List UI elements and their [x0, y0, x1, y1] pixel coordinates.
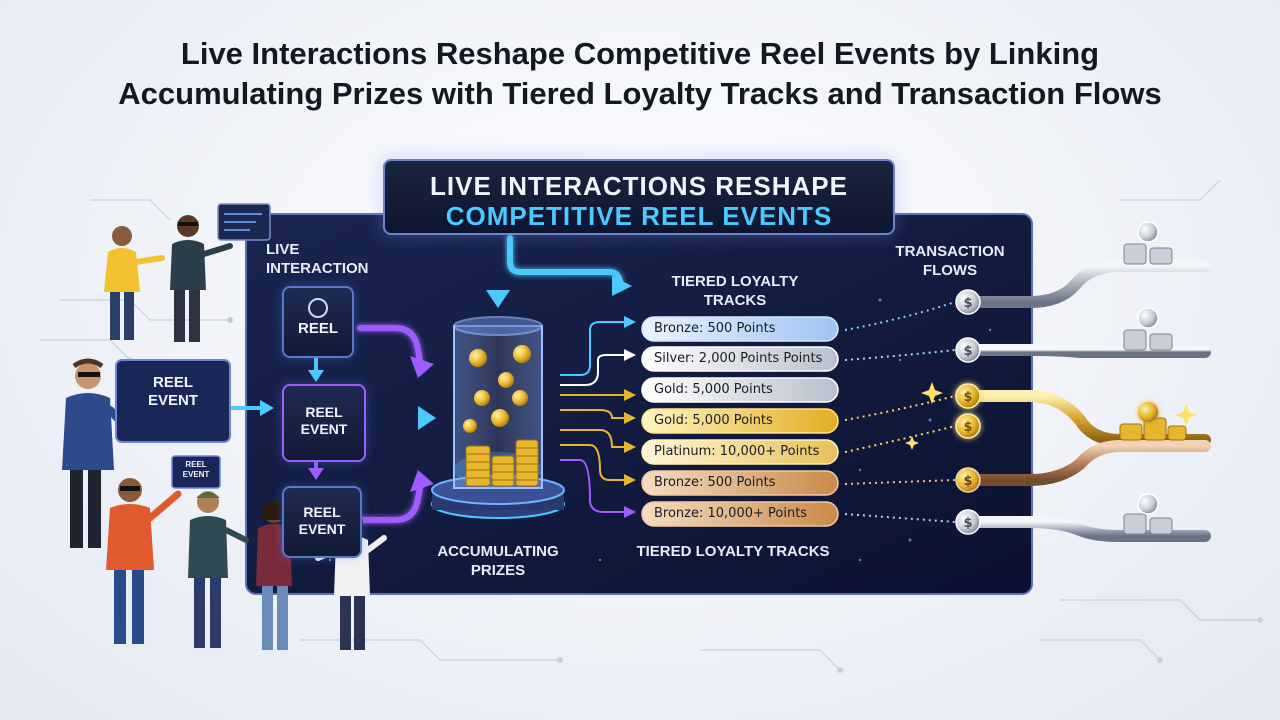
live-interaction-line1: LIVE: [266, 241, 300, 258]
prizes-line2: PRIZES: [470, 562, 526, 579]
live-interaction-label: LIVE INTERACTION: [266, 240, 396, 278]
reel-event-small-screen: REEL EVENT: [174, 460, 218, 486]
reel-node-label: REEL: [297, 320, 338, 337]
tier-arrowheads: [624, 316, 636, 518]
transaction-pipe-icon: [969, 260, 1211, 542]
svg-text:$: $: [963, 420, 972, 435]
tier-bronze-500: Bronze: 500 Points: [654, 321, 776, 336]
tier-gold-5000: Gold: 5,000 Points: [654, 382, 773, 397]
prizes-line1: ACCUMULATING: [437, 543, 559, 560]
main-title-line2: Accumulating Prizes with Tiered Loyalty …: [118, 76, 1162, 111]
reel-event-bottom-line1: REEL: [303, 504, 341, 520]
tier-bronze-500-b: Bronze: 500 Points: [654, 475, 776, 490]
tiered-loyalty-top-label: TIERED LOYALTY TRACKS: [650, 272, 820, 310]
banner-line2: COMPETITIVE REEL EVENTS: [445, 201, 833, 231]
tier-silver-2000: Silver: 2,000 Points Points: [654, 351, 823, 366]
banner-arrows: [486, 235, 632, 308]
sparkle-icon: [905, 382, 1197, 450]
tier-arrows: [560, 321, 628, 513]
svg-text:$: $: [963, 390, 972, 405]
screen-large-line2: EVENT: [147, 392, 198, 409]
tiered-loyalty-bottom-label: TIERED LOYALTY TRACKS: [636, 543, 830, 560]
screen-large-line1: REEL: [152, 374, 193, 391]
panel-stars: [328, 298, 992, 562]
coin-stacks: [465, 439, 539, 487]
left-arrows: [230, 325, 436, 523]
transaction-line1: TRANSACTION: [895, 243, 1005, 260]
reel-node[interactable]: REEL: [282, 286, 354, 358]
svg-text:$: $: [963, 474, 972, 489]
reel-event-node-line1: REEL: [305, 404, 343, 420]
film-reel-icon: [308, 298, 328, 318]
screen-small-line2: EVENT: [182, 470, 210, 479]
screen-small-line1: REEL: [185, 460, 207, 469]
tier-platinum-10000: Platinum: 10,000+ Points: [654, 444, 820, 459]
reel-event-node-bottom[interactable]: REEL EVENT: [282, 486, 362, 558]
reel-event-node-line2: EVENT: [300, 421, 348, 437]
banner-line1: LIVE INTERACTIONS RESHAPE: [430, 171, 848, 201]
live-interaction-line2: INTERACTION: [266, 260, 369, 277]
accumulating-prizes-label: ACCUMULATING PRIZES: [418, 542, 578, 580]
svg-text:$: $: [963, 344, 972, 359]
end-coin-stacks: [1119, 221, 1187, 535]
tier-pills: [641, 316, 839, 527]
tiered-top-line2: TRACKS: [703, 292, 767, 309]
banner-title: LIVE INTERACTIONS RESHAPE COMPETITIVE RE…: [383, 159, 895, 235]
transaction-line2: FLOWS: [922, 262, 978, 279]
reel-event-screen: REEL EVENT: [124, 374, 222, 430]
svg-text:$: $: [963, 296, 972, 311]
transaction-flows-label: TRANSACTION FLOWS: [880, 242, 1020, 280]
dollar-coin-icon: [463, 345, 531, 433]
tier-bronze-10000: Bronze: 10,000+ Points: [654, 506, 808, 521]
svg-text:$: $: [963, 516, 972, 531]
tiered-top-line1: TIERED LOYALTY: [671, 273, 799, 290]
pipe-coins: [955, 289, 981, 535]
reel-event-bottom-line2: EVENT: [298, 521, 346, 537]
reel-event-node[interactable]: REEL EVENT: [282, 384, 366, 462]
tier-gold-5000-b: Gold: 5,000 Points: [654, 413, 773, 428]
main-title: Live Interactions Reshape Competitive Re…: [0, 34, 1280, 114]
pipe-coin-symbols: $ $ $ $ $ $: [963, 296, 972, 531]
sparkle-flows: [844, 301, 956, 523]
main-title-line1: Live Interactions Reshape Competitive Re…: [180, 36, 1100, 71]
circuit-dots: [127, 317, 1263, 673]
